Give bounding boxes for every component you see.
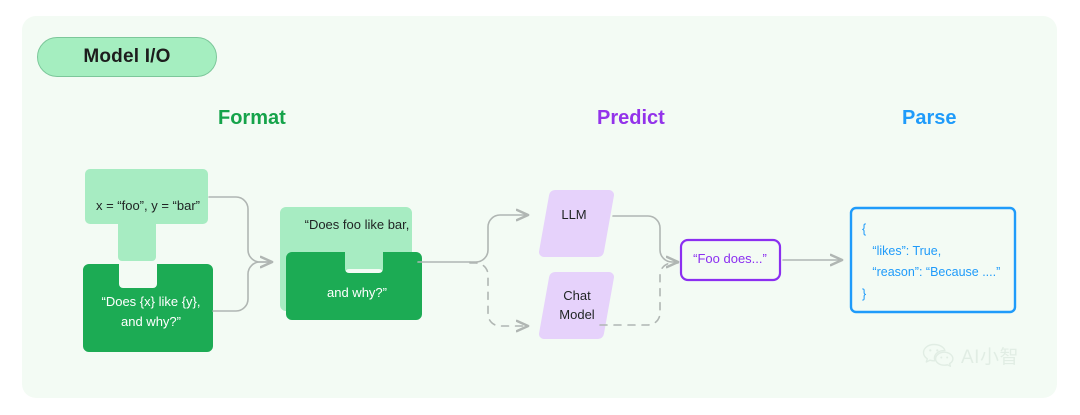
template-piece-line1: “Does {x} like {y}, xyxy=(101,294,201,309)
merged-piece-line2: and why?” xyxy=(327,285,387,300)
variables-puzzle-piece xyxy=(85,169,208,261)
model-output-box xyxy=(679,238,782,282)
connector-llm-to-output xyxy=(612,215,678,262)
model-output-label: “Foo does...” xyxy=(693,251,767,266)
connector-chat-model-to-output xyxy=(599,262,679,326)
template-piece-line2: and why?” xyxy=(121,313,181,329)
watermark-text: AI小智 xyxy=(961,347,1019,368)
template-puzzle-piece xyxy=(83,264,213,352)
connector-branch-to-chat-model xyxy=(469,262,528,326)
merged-piece-line1: “Does foo like bar, xyxy=(304,217,410,232)
chat-model-line1: Chat xyxy=(563,288,591,303)
llm-label: LLM xyxy=(561,207,587,222)
merged-piece-dark xyxy=(286,252,422,320)
template-piece-label: “Does {x} like {y}, and why?” xyxy=(84,292,218,331)
section-heading-predict: Predict xyxy=(597,107,665,129)
chat-model-parallelogram xyxy=(538,272,615,339)
section-heading-format: Format xyxy=(218,107,286,129)
connector-branch-to-llm xyxy=(469,215,528,263)
watermark: AI小智 xyxy=(922,342,1019,369)
wechat-icon xyxy=(922,343,954,367)
variables-piece-label: x = “foo”, y = “bar” xyxy=(95,198,201,213)
model-io-badge-label: Model I/O xyxy=(83,46,171,67)
llm-parallelogram xyxy=(538,190,615,257)
parsed-json-text: { “likes”: True, “reason”: “Because ....… xyxy=(862,222,1001,301)
connector-vars-to-merged xyxy=(208,196,273,263)
chat-model-line2: Model xyxy=(559,306,595,322)
section-heading-parse: Parse xyxy=(902,107,957,129)
model-io-badge: Model I/O xyxy=(37,37,217,77)
parsed-json-box xyxy=(849,206,1017,314)
connector-template-to-merged xyxy=(212,262,272,312)
chat-model-label: Chat Model xyxy=(544,287,610,325)
